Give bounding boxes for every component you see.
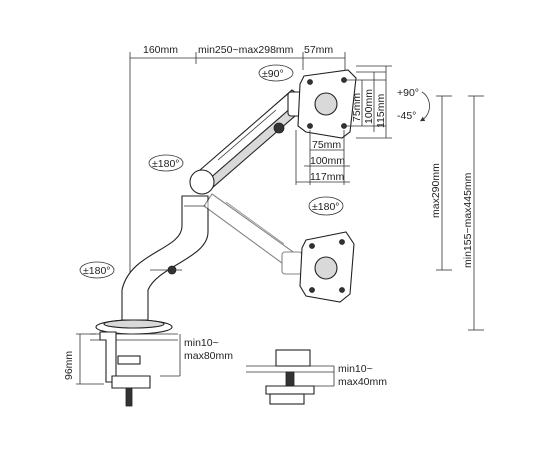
rotate-mid-label: ±180° — [312, 201, 339, 213]
vesa-height-115-label: 115mm — [375, 94, 387, 128]
rotate-mid-indicator: ±180° — [308, 196, 344, 216]
rotate-arm-label: ±180° — [152, 158, 179, 170]
grommet-range-dimension — [314, 366, 335, 387]
vesa-width-dimensions — [295, 130, 350, 185]
vesa-width-100-label: 100mm — [310, 155, 345, 167]
height-range-label: min155~max445mm — [462, 172, 474, 268]
rotate-head-indicator: ±90° — [258, 64, 294, 82]
tilt-down-label: -45° — [397, 110, 416, 122]
vesa-plate-lower — [299, 231, 355, 303]
rotate-arm-indicator: ±180° — [148, 154, 184, 172]
clamp-range-label-top: min10~ — [184, 337, 219, 349]
grommet-range-label-top: min10~ — [338, 363, 373, 375]
clamp-height-label: 96mm — [63, 351, 75, 380]
desk-clamp — [90, 319, 178, 407]
clamp-height-dimension — [76, 333, 104, 385]
tilt-arrow-icon — [419, 91, 430, 122]
vesa-width-75-label: 75mm — [312, 139, 341, 151]
clamp-range-label-bottom: max80mm — [184, 350, 233, 362]
height-dimensions — [436, 95, 484, 331]
vesa-height-75-label: 75mm — [351, 93, 363, 122]
grommet-mount — [246, 349, 334, 405]
vesa-height-dimensions — [344, 65, 392, 139]
vesa-width-117-label: 117mm — [310, 171, 344, 183]
rotate-base-indicator: ±180° — [79, 261, 115, 279]
lower-arm-position — [203, 193, 303, 275]
clamp-range-dimension — [160, 334, 181, 377]
vertical-post — [121, 195, 209, 321]
rotate-head-label: ±90° — [262, 68, 284, 80]
arm-reach-label: 160mm — [143, 44, 178, 56]
vesa-height-100-label: 100mm — [363, 89, 375, 124]
grommet-range-label-bottom: max40mm — [338, 376, 387, 388]
height-max-label: max290mm — [430, 163, 442, 218]
top-dimension-line — [129, 52, 346, 300]
head-offset-label: 57mm — [304, 44, 333, 56]
extension-label: min250~max298mm — [198, 44, 294, 56]
vesa-plate-upper — [297, 69, 357, 139]
rotate-base-label: ±180° — [83, 265, 110, 277]
tilt-up-label: +90° — [397, 87, 419, 99]
upper-arm-assembly — [189, 89, 311, 195]
